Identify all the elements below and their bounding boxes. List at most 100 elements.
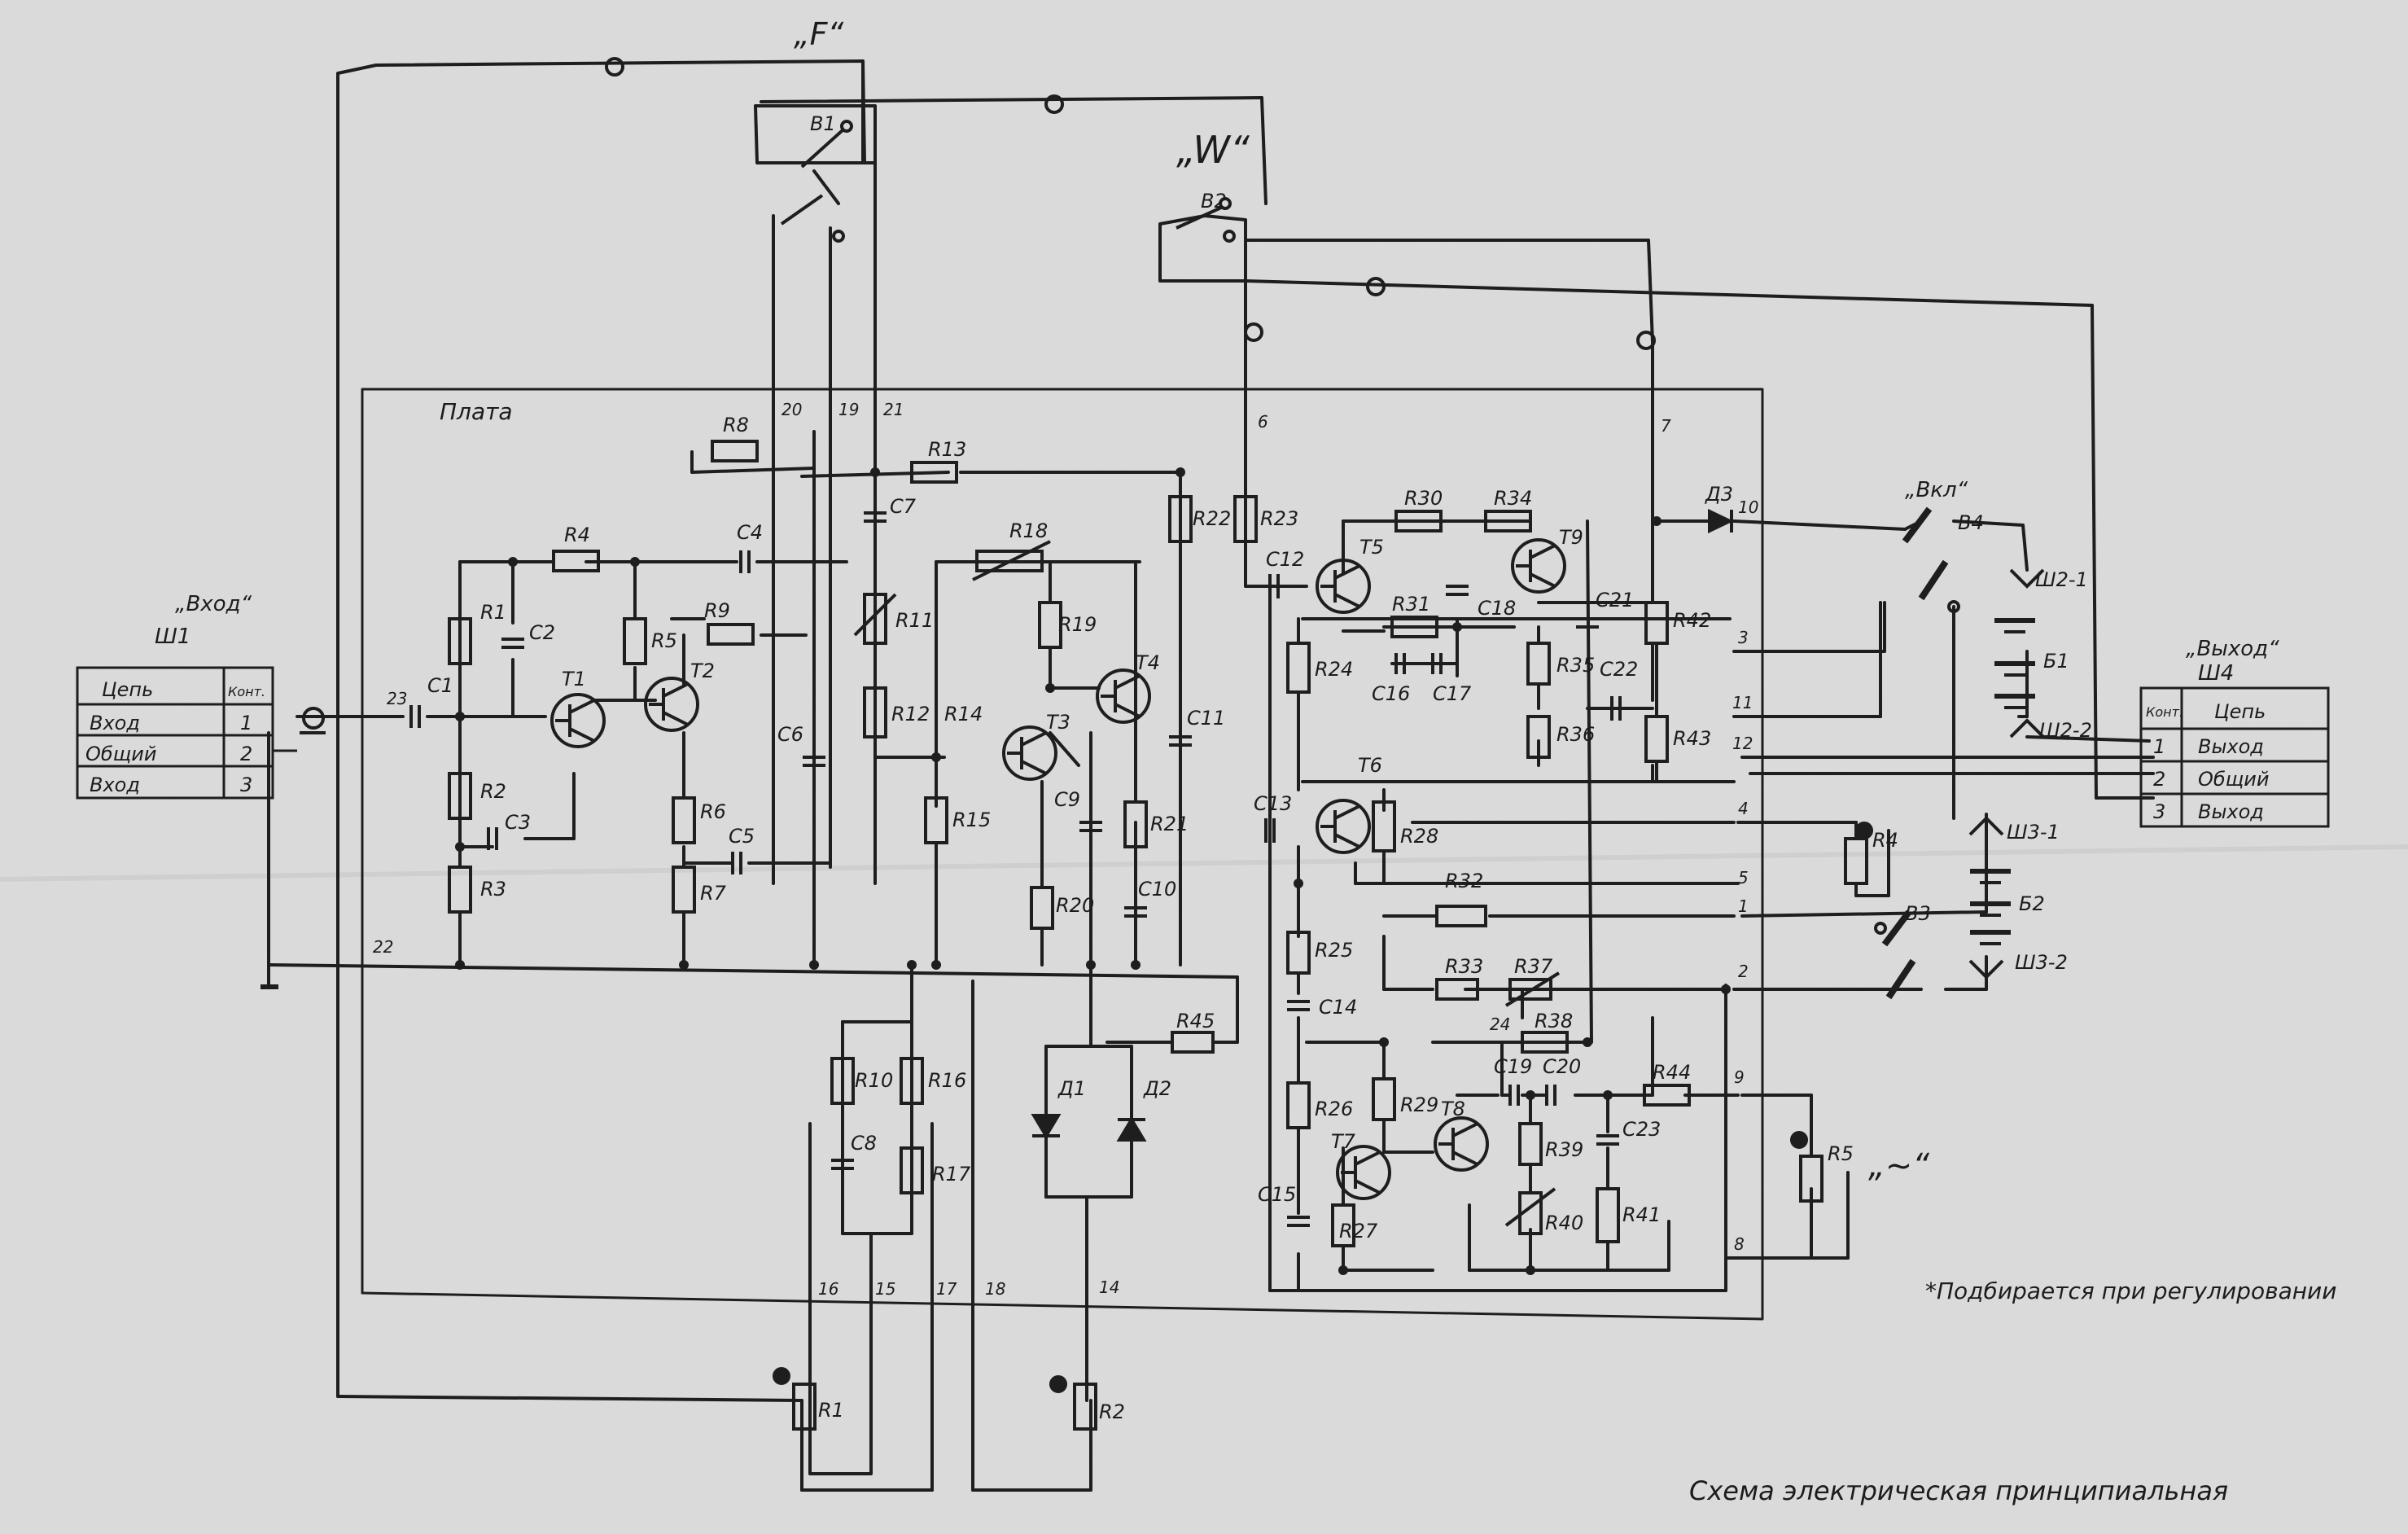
label-rr5: R5 [1828, 1142, 1854, 1165]
input-row-1-pin: 1 [240, 712, 252, 734]
terminal-2: 2 [1738, 962, 1749, 981]
capacitor-c17 [1431, 653, 1443, 674]
label-r26: R26 [1315, 1098, 1353, 1120]
resistor-r18 [975, 550, 1044, 572]
resistor-r26 [1286, 1081, 1311, 1129]
label-d2: Д2 [1143, 1077, 1171, 1100]
terminal-16: 16 [818, 1279, 838, 1299]
resistor-r36 [1526, 715, 1551, 759]
label-c2: C2 [529, 621, 555, 644]
label-c18: C18 [1478, 597, 1516, 620]
capacitor-c19 [1508, 1085, 1520, 1106]
switch-v4 [1902, 506, 1960, 613]
transistor-t4 [1096, 668, 1151, 724]
label-rr4: R4 [1872, 829, 1898, 852]
label-r18: R18 [1009, 519, 1048, 542]
capacitor-c10 [1124, 906, 1147, 918]
transistor-t8 [1434, 1116, 1489, 1172]
label-r13: R13 [928, 438, 966, 461]
label-r36: R36 [1556, 723, 1595, 746]
label-c7: C7 [890, 495, 917, 518]
resistor-r25 [1286, 931, 1311, 975]
label-switch-v3: В3 [1905, 902, 1931, 925]
label-switch-v2: В2 [1201, 190, 1227, 213]
terminal-6: 6 [1258, 412, 1268, 432]
label-rr1: R1 [818, 1399, 844, 1422]
label-d3: Д3 [1705, 483, 1733, 506]
label-r6: R6 [700, 800, 726, 823]
terminal-22: 22 [373, 937, 393, 957]
terminal-7: 7 [1661, 416, 1671, 436]
resistor-r17 [900, 1146, 924, 1194]
label-r38: R38 [1535, 1010, 1573, 1032]
terminal-15: 15 [875, 1279, 895, 1299]
label-c11: C11 [1187, 707, 1225, 730]
label-r17: R17 [932, 1163, 971, 1186]
input-row-2-pin: 2 [240, 743, 252, 765]
terminal-1: 1 [1738, 896, 1749, 916]
resistor-r21 [1123, 800, 1148, 848]
label-r3: R3 [480, 878, 506, 901]
capacitor-c21 [1576, 617, 1599, 629]
input-connector-title: „Вход“ [175, 592, 252, 616]
label-r10: R10 [855, 1069, 893, 1092]
battery-b2 [1970, 869, 2011, 945]
label-c3: C3 [505, 811, 531, 834]
output-connector-ref: Ш4 [2198, 661, 2234, 686]
label-r2: R2 [480, 780, 506, 803]
diode-d1 [1031, 1114, 1062, 1139]
switch-v2 [1176, 197, 1236, 243]
label-r32: R32 [1445, 870, 1483, 892]
label-c4: C4 [737, 521, 763, 544]
label-r16: R16 [928, 1069, 966, 1092]
resistor-r6 [672, 796, 696, 844]
label-r20: R20 [1056, 894, 1094, 917]
label-r45: R45 [1176, 1010, 1215, 1032]
terminal-8: 8 [1734, 1234, 1745, 1254]
label-r11: R11 [895, 609, 934, 632]
capacitor-c15 [1287, 1216, 1310, 1227]
switch-tilde-label: „~“ [1868, 1147, 1929, 1185]
label-c1: C1 [427, 674, 453, 697]
resistor-r28 [1372, 800, 1396, 852]
label-c22: C22 [1600, 658, 1638, 681]
resistor-r8 [711, 440, 759, 462]
resistor-r44 [1643, 1084, 1691, 1107]
input-jack-symbol [300, 707, 326, 734]
diode-d3 [1708, 508, 1734, 534]
output-row-1-pin: 1 [2153, 735, 2165, 758]
terminal-4: 4 [1738, 799, 1749, 818]
label-d1: Д1 [1057, 1077, 1086, 1100]
label-r39: R39 [1545, 1138, 1583, 1161]
label-r31: R31 [1392, 593, 1430, 616]
terminal-17: 17 [936, 1279, 957, 1299]
resistor-r9 [707, 623, 755, 646]
resistor-r3 [448, 866, 472, 914]
resistor-r35 [1526, 642, 1551, 686]
transistors [550, 538, 1566, 1200]
capacitor-c5 [731, 852, 742, 874]
resistor-r4 [552, 550, 600, 572]
resistor-r31 [1390, 616, 1438, 638]
transistor-t6 [1316, 799, 1371, 854]
terminal-11: 11 [1732, 693, 1753, 712]
label-t8: T8 [1441, 1098, 1465, 1120]
label-r5: R5 [651, 629, 677, 652]
board-outline [361, 388, 1764, 1321]
label-r8: R8 [723, 414, 749, 436]
diode-d2 [1116, 1116, 1147, 1142]
label-c6: C6 [777, 723, 803, 746]
label-sh2-1: Ш2-1 [2035, 568, 2088, 591]
resistor-r1 [448, 617, 472, 665]
switch-v3 [1874, 909, 1916, 1000]
output-row-3-name: Выход [2198, 800, 2264, 823]
resistor-r29 [1372, 1077, 1396, 1121]
terminal-12: 12 [1732, 734, 1753, 753]
resistor-r2 [448, 772, 472, 820]
label-r9: R9 [704, 599, 730, 622]
resistor-r20 [1030, 886, 1054, 930]
label-t7: T7 [1331, 1130, 1356, 1153]
terminal-20: 20 [782, 400, 802, 419]
